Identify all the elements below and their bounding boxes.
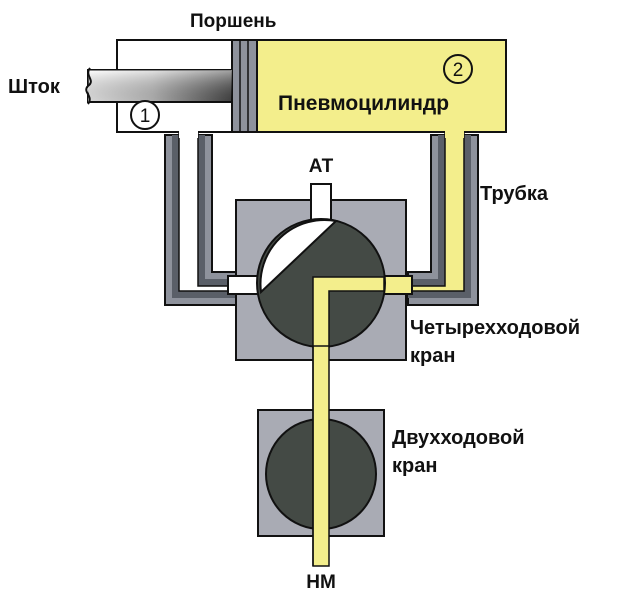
- piston-rod: [85, 67, 233, 105]
- four-way-valve-label-line2: кран: [410, 345, 455, 367]
- cylinder-chamber-2: [255, 39, 507, 133]
- atmosphere-label: АТ: [309, 156, 334, 177]
- piston: [231, 39, 258, 133]
- chamber-2-number: 2: [453, 60, 464, 81]
- pressure-line: [312, 345, 330, 567]
- rod-label: Шток: [8, 76, 61, 98]
- chamber-1-marker: 1: [130, 100, 160, 130]
- tube-label: Трубка: [480, 183, 549, 205]
- chamber-1-number: 1: [140, 106, 151, 127]
- four-way-valve-label-line1: Четырехходовой: [410, 317, 580, 339]
- four-way-valve: [227, 183, 413, 361]
- two-way-valve-label-line2: кран: [392, 455, 437, 477]
- piston-label: Поршень: [190, 11, 276, 32]
- two-way-valve-label-line1: Двухходовой: [392, 427, 525, 449]
- pneumatic-cylinder: 1 2: [85, 39, 507, 133]
- four-way-exhaust-passage: [259, 218, 339, 295]
- atmosphere-port: [310, 183, 332, 221]
- chamber-2-marker: 2: [443, 54, 473, 84]
- cylinder-label: Пневмоцилиндр: [278, 92, 449, 115]
- right-tube: [384, 128, 479, 306]
- pressure-line-label: НМ: [306, 572, 336, 593]
